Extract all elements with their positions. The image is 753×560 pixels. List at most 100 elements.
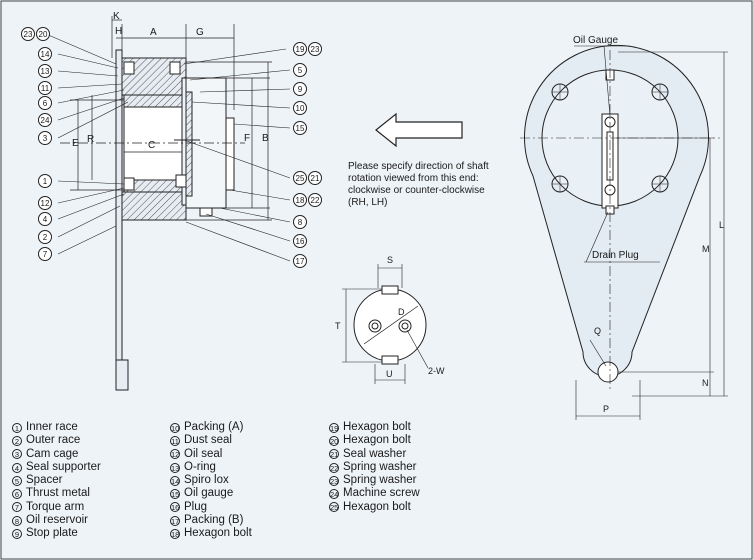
upper-right-bolt — [169, 61, 181, 75]
svg-text:17: 17 — [296, 257, 305, 266]
callout-10: 10 — [293, 101, 307, 115]
dim-e: E — [72, 138, 79, 149]
svg-text:4: 4 — [43, 215, 48, 224]
dim-k: K — [113, 11, 120, 22]
svg-text:6: 6 — [43, 99, 48, 108]
callout-1: 1 — [38, 174, 52, 188]
svg-text:21: 21 — [311, 174, 320, 183]
keyway-label: 2-W — [428, 366, 445, 376]
svg-text:5: 5 — [298, 66, 303, 75]
dim-g: G — [196, 27, 204, 38]
callout-23b: 23 — [308, 42, 322, 56]
dim-l: L — [719, 220, 724, 230]
callout-22: 22 — [308, 193, 322, 207]
callout-11: 11 — [38, 81, 52, 95]
callout-21: 21 — [308, 171, 322, 185]
front-view-drawing — [520, 44, 728, 420]
dim-p: P — [603, 404, 609, 414]
svg-text:13: 13 — [41, 67, 50, 76]
oil-gauge-label: Oil Gauge — [573, 35, 618, 46]
callout-14: 14 — [38, 47, 52, 61]
lower-left-bolt — [123, 177, 135, 191]
svg-text:2: 2 — [43, 233, 48, 242]
shaft-dim-labels: S T D U 2-W — [335, 255, 445, 379]
svg-text:25: 25 — [296, 174, 305, 183]
dim-q: Q — [594, 326, 601, 336]
svg-text:7: 7 — [43, 250, 48, 259]
svg-text:10: 10 — [296, 104, 305, 113]
torque-arm-plate — [115, 49, 123, 391]
oil-gauge-side — [225, 117, 235, 191]
dim-s: S — [387, 255, 393, 265]
keyway-bottom — [381, 355, 399, 365]
callout-24: 24 — [38, 113, 52, 127]
lower-right-bolt — [175, 174, 187, 188]
left-callouts: 23 20 14 13 11 6 24 3 1 12 4 2 7 — [21, 27, 52, 261]
callout-15: 15 — [293, 121, 307, 135]
svg-text:23: 23 — [24, 30, 33, 39]
callout-16: 16 — [293, 234, 307, 248]
instruction-line-2: rotation viewed from this end: — [348, 173, 479, 184]
svg-text:23: 23 — [311, 45, 320, 54]
svg-text:8: 8 — [298, 218, 303, 227]
shaft-end-view — [342, 264, 429, 384]
svg-text:14: 14 — [41, 50, 50, 59]
svg-text:18: 18 — [296, 196, 305, 205]
callout-18: 18 — [293, 193, 307, 207]
packing-a — [185, 91, 193, 197]
callout-6: 6 — [38, 96, 52, 110]
callout-4: 4 — [38, 212, 52, 226]
callout-12: 12 — [38, 196, 52, 210]
instruction-line-1: Please specify direction of shaft — [348, 161, 489, 172]
svg-text:22: 22 — [311, 196, 320, 205]
callout-25: 25 — [293, 171, 307, 185]
inner-race-upper — [123, 94, 183, 108]
svg-text:12: 12 — [41, 199, 50, 208]
svg-text:16: 16 — [296, 237, 305, 246]
callout-2: 2 — [38, 230, 52, 244]
dim-a: A — [150, 27, 157, 38]
cross-section-drawing — [45, 16, 291, 391]
svg-text:11: 11 — [41, 84, 50, 93]
shaft-circle — [353, 288, 427, 362]
svg-text:19: 19 — [296, 45, 305, 54]
callout-9: 9 — [293, 82, 307, 96]
callout-13: 13 — [38, 64, 52, 78]
drain-plug-label: Drain Plug — [592, 250, 639, 261]
diameter-line — [363, 305, 419, 345]
dim-r: R — [87, 134, 94, 145]
keyway-top — [381, 285, 399, 295]
shaft-bore — [123, 106, 183, 181]
arm-foot — [115, 359, 129, 391]
svg-text:15: 15 — [296, 124, 305, 133]
callout-3: 3 — [38, 131, 52, 145]
callout-17: 17 — [293, 254, 307, 268]
callout-8: 8 — [293, 215, 307, 229]
upper-left-bolt — [123, 61, 135, 75]
right-callouts: 19 23 5 9 10 15 25 21 18 22 8 16 17 — [293, 42, 322, 268]
tap-hole-right — [398, 319, 412, 333]
view-direction-arrow — [375, 112, 463, 148]
callout-23a: 23 — [21, 27, 35, 41]
